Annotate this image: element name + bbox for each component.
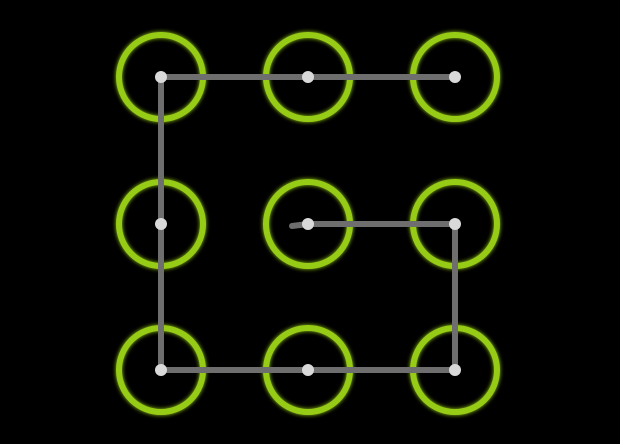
pattern-node-6-dot <box>449 218 461 230</box>
pattern-node-3-dot <box>449 71 461 83</box>
pattern-path <box>158 74 458 373</box>
pattern-node-2-dot <box>302 71 314 83</box>
pattern-node-7-dot <box>155 364 167 376</box>
pattern-dots <box>155 71 461 376</box>
pattern-node-4-dot <box>155 218 167 230</box>
pattern-node-5-dot <box>302 218 314 230</box>
pattern-node-1-dot <box>155 71 167 83</box>
pattern-node-9-dot <box>449 364 461 376</box>
pattern-node-8-dot <box>302 364 314 376</box>
